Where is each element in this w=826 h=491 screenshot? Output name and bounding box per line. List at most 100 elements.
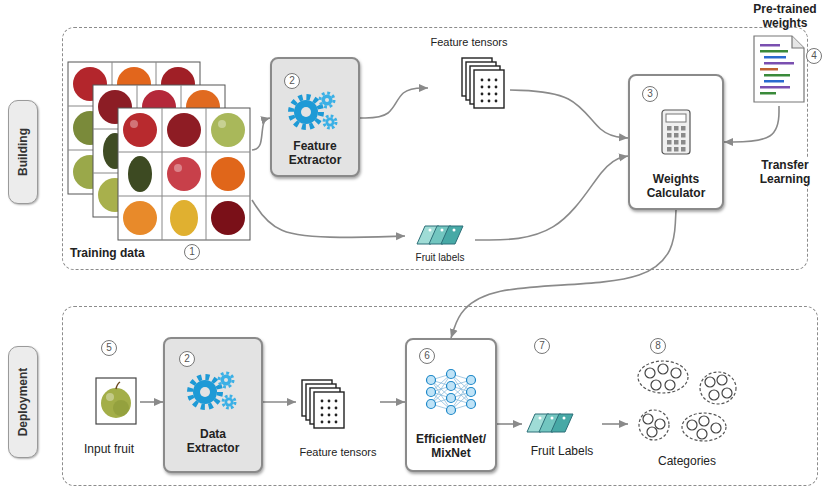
input-fruit-image — [106, 393, 114, 401]
category-clusters-icon — [717, 375, 727, 385]
node-label: Pre-trained weights — [750, 2, 820, 30]
section-label: Deployment — [16, 368, 30, 437]
tensor-icon — [488, 79, 491, 82]
weights-document-icon — [754, 36, 804, 102]
node-label: Fruit Labels — [522, 444, 602, 458]
input-fruit-image — [96, 378, 136, 424]
tensor-icon — [495, 86, 498, 89]
fruit-grid — [167, 113, 201, 147]
label-tags-icon — [527, 414, 549, 432]
gear-icon — [227, 400, 231, 404]
gear-icon — [291, 93, 336, 128]
category-clusters-icon — [711, 423, 721, 433]
fruit-grid — [117, 67, 151, 101]
callout-number: 2 — [284, 73, 300, 89]
fruit-grid — [142, 134, 176, 168]
edge-label: Transfer Learning — [752, 158, 818, 186]
flow-arrow — [252, 118, 270, 150]
node-label: EfficientNet/ MixNet — [409, 432, 493, 460]
fruit-grid — [93, 85, 225, 217]
tensor-icon — [474, 70, 504, 108]
tensor-icon — [495, 100, 498, 103]
weights-document-icon — [760, 50, 788, 53]
label-tags-icon — [563, 417, 566, 420]
gear-icon — [291, 97, 321, 127]
calculator-icon — [666, 114, 686, 122]
label-tags-icon — [551, 414, 573, 432]
category-clusters-icon — [699, 416, 709, 426]
flow-arrow — [475, 156, 628, 240]
neural-network-icon — [447, 406, 456, 415]
calculator-icon — [674, 126, 679, 131]
label-tags-icon — [551, 417, 554, 420]
tensor-icon — [481, 93, 484, 96]
calculator-icon — [667, 140, 672, 145]
label-tags-icon — [527, 414, 573, 432]
category-clusters-icon — [700, 372, 736, 404]
category-clusters-icon — [651, 380, 661, 390]
tensor-icon — [306, 384, 336, 420]
gear-icon — [223, 396, 235, 408]
tensor-icon — [302, 380, 344, 428]
callout-number: 3 — [642, 86, 658, 102]
fruit-grid — [68, 62, 200, 194]
fruit-grid — [73, 111, 107, 145]
gear-icon — [320, 93, 334, 107]
flow-arrow — [724, 106, 779, 142]
weights-file: Pre-trained weights 4 — [748, 2, 824, 106]
node-label: Feature tensors — [296, 446, 380, 459]
calculator-icon — [662, 110, 690, 154]
calculator-icon — [674, 133, 679, 138]
node-label: Feature tensors — [428, 36, 510, 49]
gear-icon — [322, 95, 333, 106]
fruit-grid — [130, 120, 138, 128]
neural-network-icon — [467, 400, 476, 409]
neural-network-icon — [427, 370, 476, 415]
label-tags-icon — [539, 414, 561, 432]
calculator-icon — [681, 126, 686, 131]
tensor-icon — [488, 93, 491, 96]
calculator-icon — [674, 140, 679, 145]
input-fruit-image — [116, 382, 120, 389]
weights-document-icon — [760, 92, 776, 95]
tensor-icon — [321, 400, 324, 403]
flow-arrow — [263, 401, 296, 403]
fruit-grid — [123, 201, 157, 235]
neural-network-icon — [431, 374, 471, 410]
category-clusters-icon — [638, 361, 688, 393]
callout-number: 6 — [419, 348, 435, 364]
calculator-icon — [681, 133, 686, 138]
fruit-grid — [186, 134, 220, 168]
neural-network-icon — [427, 370, 476, 415]
tensor-icon — [462, 58, 504, 108]
callout-number: 4 — [806, 48, 822, 64]
fruit-grid — [93, 85, 225, 217]
label-tags-icon — [417, 226, 463, 244]
fruit-grid — [186, 178, 220, 212]
weights-document-icon — [760, 44, 780, 47]
tensor-icon — [335, 421, 338, 424]
fruit-grid — [161, 111, 195, 145]
neural-network-icon — [427, 388, 436, 397]
node-label: Data Extractor — [178, 427, 248, 455]
callout-number: 8 — [650, 338, 666, 354]
category-clusters-icon — [639, 410, 669, 440]
calculator-icon — [667, 126, 686, 152]
calculator-icon — [667, 126, 672, 131]
fruit-grid — [128, 156, 152, 192]
fruit-grid — [211, 157, 245, 191]
fruit-grid — [118, 108, 250, 240]
node-label: Training data — [70, 246, 170, 260]
section-tab: Building — [8, 100, 38, 204]
fruit-grid — [117, 111, 151, 145]
process-box: 3Weights Calculator — [628, 74, 724, 210]
fruit-grid — [142, 90, 176, 124]
stage-panel: Training data12Feature ExtractorFeature … — [62, 27, 808, 270]
tensor-icon — [481, 86, 484, 89]
fruit-grid — [117, 155, 151, 189]
node-label: Categories — [628, 454, 746, 468]
neural-network-icon — [427, 376, 436, 385]
category-clusters-icon — [671, 368, 681, 378]
category-clusters-icon — [687, 420, 697, 430]
